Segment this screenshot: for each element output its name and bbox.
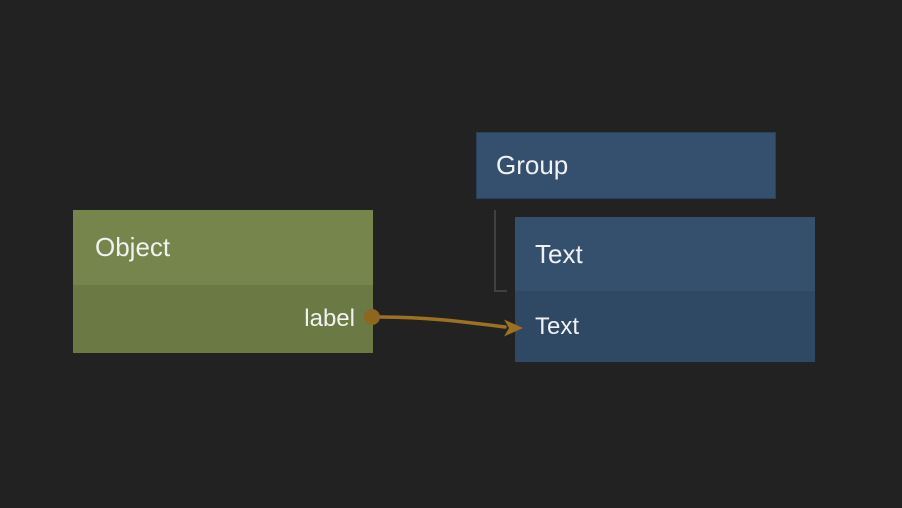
node-text-row-label: Text	[535, 312, 580, 340]
node-object-header[interactable]: Object	[73, 210, 373, 285]
node-group-title: Group	[496, 150, 569, 180]
hierarchy-connector	[494, 210, 507, 292]
node-text-input-row[interactable]: Text	[515, 291, 815, 362]
node-object-output-row[interactable]: label	[73, 285, 373, 353]
node-text-title: Text	[535, 238, 583, 269]
node-text-header[interactable]: Text	[515, 217, 815, 291]
node-object-title: Object	[95, 232, 171, 262]
node-object[interactable]: Object label	[73, 210, 373, 353]
node-group[interactable]: Group	[476, 132, 776, 199]
output-label: label	[304, 305, 355, 332]
node-text[interactable]: Text Text	[515, 217, 815, 362]
connection-edge	[376, 315, 507, 329]
